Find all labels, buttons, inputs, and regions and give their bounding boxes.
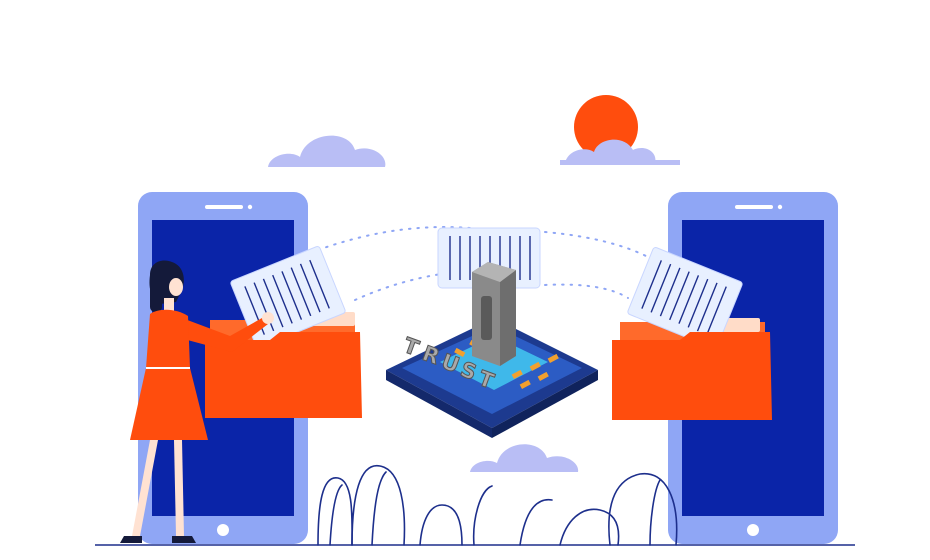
plant-icon: [317, 465, 678, 546]
cloud-icon: [268, 135, 386, 167]
person-icon: [120, 260, 274, 543]
folder-icon: [205, 332, 362, 418]
stone-block: [472, 262, 516, 366]
cloud-icon: [470, 444, 579, 472]
chip-icon: T R U S T: [386, 262, 598, 438]
cloud-icon: [560, 139, 680, 165]
document-icon: [627, 247, 743, 349]
folder-icon: [612, 332, 772, 420]
